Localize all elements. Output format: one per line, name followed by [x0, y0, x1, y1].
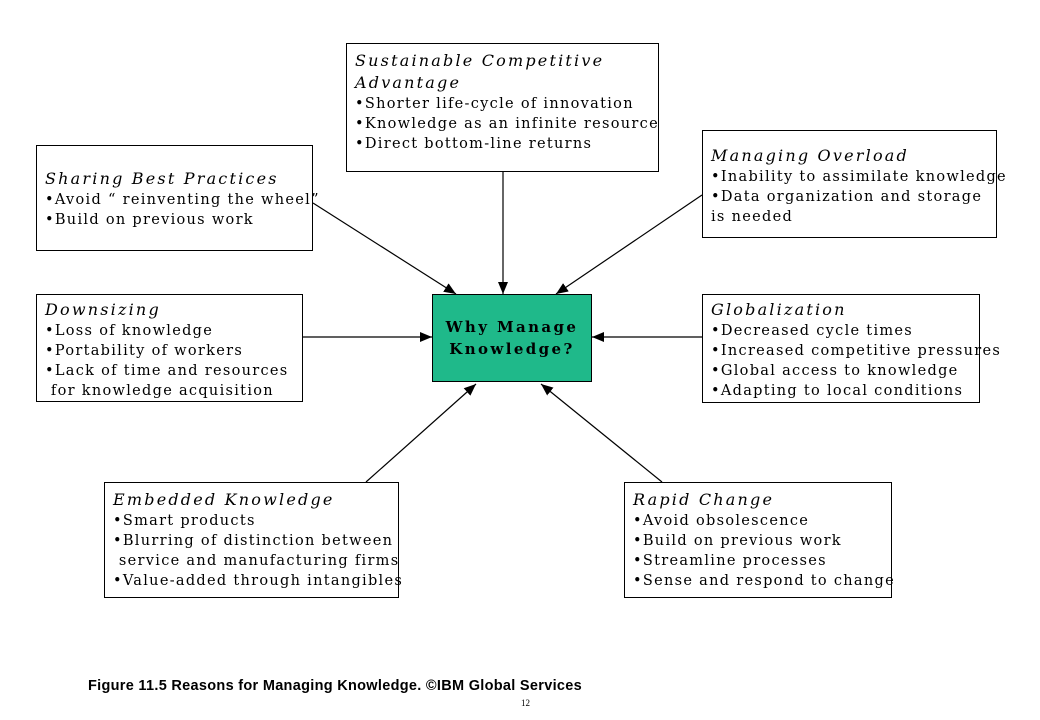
box-title: Rapid Change	[633, 490, 775, 509]
list-item: •Knowledge as an infinite resource	[355, 116, 659, 132]
list-item: service and manufacturing firms	[113, 553, 400, 569]
list-item: •Avoid “ reinventing the wheel”	[45, 192, 320, 208]
list-item: •Avoid obsolescence	[633, 513, 810, 529]
list-item: •Lack of time and resources	[45, 363, 289, 379]
box-item-list: •Decreased cycle times •Increased compet…	[711, 321, 1002, 401]
list-item: •Inability to assimilate knowledge	[711, 169, 1007, 185]
box-title: Managing Overload	[711, 146, 909, 165]
list-item: for knowledge acquisition	[45, 383, 274, 399]
list-item: •Shorter life-cycle of innovation	[355, 96, 634, 112]
list-item: •Portability of workers	[45, 343, 244, 359]
center-box-why-manage-knowledge: Why Manage Knowledge?	[432, 294, 592, 382]
box-title: Globalization	[711, 300, 847, 319]
box-title: Sustainable Competitive Advantage	[355, 50, 650, 94]
box-managing-overload: Managing Overload •Inability to assimila…	[702, 130, 1007, 238]
list-item: •Value-added through intangibles	[113, 573, 404, 589]
list-item: •Data organization and storage	[711, 189, 983, 205]
list-item: •Increased competitive pressures	[711, 343, 1002, 359]
list-item: •Build on previous work	[633, 533, 842, 549]
list-item: •Build on previous work	[45, 212, 254, 228]
arrow-from-overload	[555, 194, 703, 295]
box-title: Sharing Best Practices	[45, 169, 279, 188]
box-title: Downsizing	[45, 300, 161, 319]
box-sharing-best-practices: Sharing Best Practices •Avoid “ reinvent…	[36, 145, 320, 251]
list-item: •Direct bottom-line returns	[355, 136, 593, 152]
box-rapid-change: Rapid Change •Avoid obsolescence •Build …	[624, 482, 895, 598]
box-sustainable-competitive-advantage: Sustainable Competitive Advantage •Short…	[346, 43, 659, 172]
box-item-list: •Loss of knowledge •Portability of worke…	[45, 321, 294, 401]
center-line-1: Why Manage	[445, 318, 579, 336]
center-line-2: Knowledge?	[449, 340, 575, 358]
box-title: Embedded Knowledge	[113, 490, 335, 509]
box-item-list: •Shorter life-cycle of innovation •Knowl…	[355, 94, 659, 154]
list-item: •Blurring of distinction between	[113, 533, 394, 549]
list-item: •Streamline processes	[633, 553, 827, 569]
list-item: •Smart products	[113, 513, 256, 529]
page-number: 12	[521, 698, 530, 708]
list-item: •Adapting to local conditions	[711, 383, 964, 399]
list-item: •Loss of knowledge	[45, 323, 214, 339]
box-downsizing: Downsizing •Loss of knowledge •Portabili…	[36, 294, 303, 402]
list-item: •Decreased cycle times	[711, 323, 914, 339]
box-title-line-1: Sustainable Competitive	[355, 51, 605, 70]
arrow-from-sharing	[312, 202, 457, 295]
arrow-from-embedded	[365, 383, 477, 483]
box-item-list: •Inability to assimilate knowledge •Data…	[711, 167, 1007, 227]
box-item-list: •Avoid “ reinventing the wheel” •Build o…	[45, 190, 320, 230]
list-item: is needed	[711, 209, 794, 225]
figure-caption: Figure 11.5 Reasons for Managing Knowled…	[88, 678, 582, 694]
list-item: •Sense and respond to change	[633, 573, 895, 589]
box-item-list: •Smart products •Blurring of distinction…	[113, 511, 404, 591]
box-item-list: •Avoid obsolescence •Build on previous w…	[633, 511, 895, 591]
box-globalization: Globalization •Decreased cycle times •In…	[702, 294, 1002, 403]
list-item: •Global access to knowledge	[711, 363, 959, 379]
box-title-line-2: Advantage	[355, 73, 462, 92]
arrow-from-rapid	[540, 383, 663, 483]
box-embedded-knowledge: Embedded Knowledge •Smart products •Blur…	[104, 482, 404, 598]
